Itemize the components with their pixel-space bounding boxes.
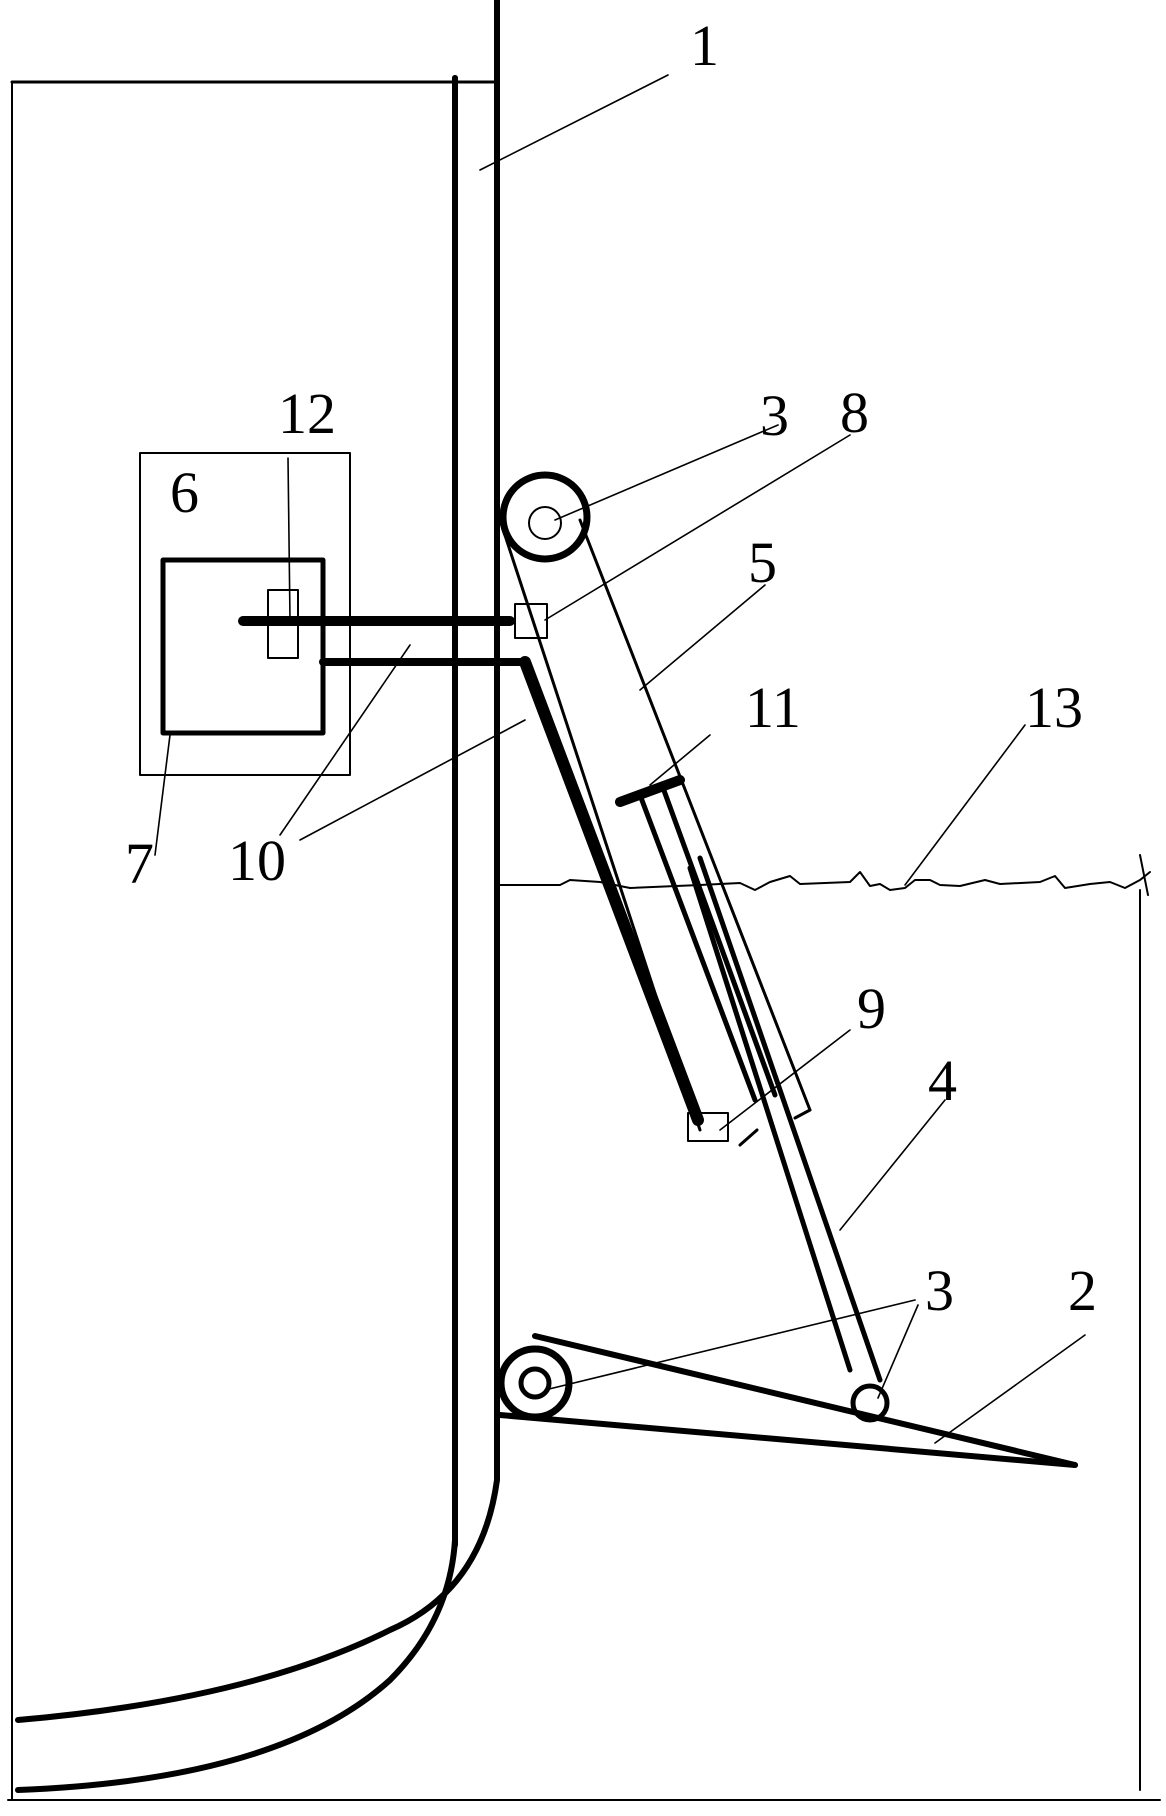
label-8: 8 bbox=[840, 380, 869, 445]
reference-numerals: 1 3 8 12 6 5 11 13 7 10 9 4 3 2 bbox=[125, 13, 1097, 1323]
upper-sensor bbox=[515, 604, 547, 638]
flap-plate bbox=[500, 1336, 1075, 1465]
pulley-bottom-left bbox=[501, 1349, 569, 1417]
label-3-bottom: 3 bbox=[925, 1258, 954, 1323]
label-10: 10 bbox=[228, 828, 286, 893]
label-3-top: 3 bbox=[760, 383, 789, 448]
label-7: 7 bbox=[125, 831, 154, 896]
label-5: 5 bbox=[748, 530, 777, 595]
label-2: 2 bbox=[1068, 1258, 1097, 1323]
label-11: 11 bbox=[745, 675, 801, 740]
label-1: 1 bbox=[690, 13, 719, 78]
water-line bbox=[500, 872, 1150, 890]
leader-lines bbox=[155, 75, 1085, 1443]
hull-plate bbox=[18, 0, 497, 1790]
outer-frame bbox=[8, 82, 1160, 1800]
signal-lines bbox=[243, 621, 698, 1120]
label-13: 13 bbox=[1025, 675, 1083, 740]
piston-assembly bbox=[620, 780, 775, 1100]
label-4: 4 bbox=[928, 1048, 957, 1113]
pulley-top bbox=[503, 475, 587, 559]
label-6: 6 bbox=[170, 460, 199, 525]
label-9: 9 bbox=[857, 976, 886, 1041]
label-12: 12 bbox=[278, 381, 336, 446]
